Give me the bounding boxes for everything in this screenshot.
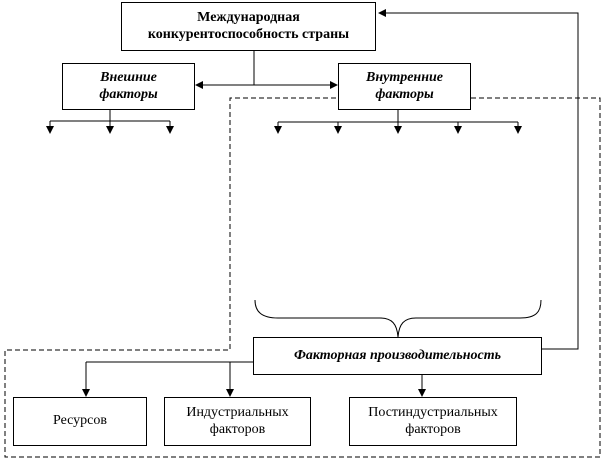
- internal-line1: Внутренние: [366, 69, 443, 85]
- resources-box: Ресурсов: [13, 397, 147, 446]
- top-box-line1: Международная: [197, 9, 300, 25]
- industrial-line1: Индустриальных: [186, 404, 289, 420]
- feedback-arrow: [378, 9, 579, 350]
- resources-label: Ресурсов: [52, 413, 108, 429]
- postindustrial-line1: Постиндустриальных: [368, 404, 498, 420]
- internal-line2: факторы: [375, 86, 434, 102]
- dashed-boundary: [4, 97, 601, 458]
- external-line2: факторы: [99, 86, 158, 102]
- curly-brace: [254, 299, 542, 338]
- factor-productivity-label: Факторная производительность: [293, 347, 502, 363]
- international-competitiveness-box: Международная конкурентоспособность стра…: [121, 2, 376, 51]
- top-box-line2: конкурентоспособность страны: [147, 26, 350, 42]
- postindustrial-line2: факторов: [405, 421, 461, 437]
- internal-factors-box: Внутренние факторы: [338, 63, 471, 110]
- postindustrial-factors-box: Постиндустриальных факторов: [349, 397, 517, 446]
- factor-productivity-box: Факторная производительность: [253, 337, 542, 375]
- external-line1: Внешние: [100, 69, 157, 85]
- external-factors-box: Внешние факторы: [62, 63, 195, 110]
- industrial-line2: факторов: [209, 421, 266, 437]
- industrial-factors-box: Индустриальных факторов: [164, 397, 311, 446]
